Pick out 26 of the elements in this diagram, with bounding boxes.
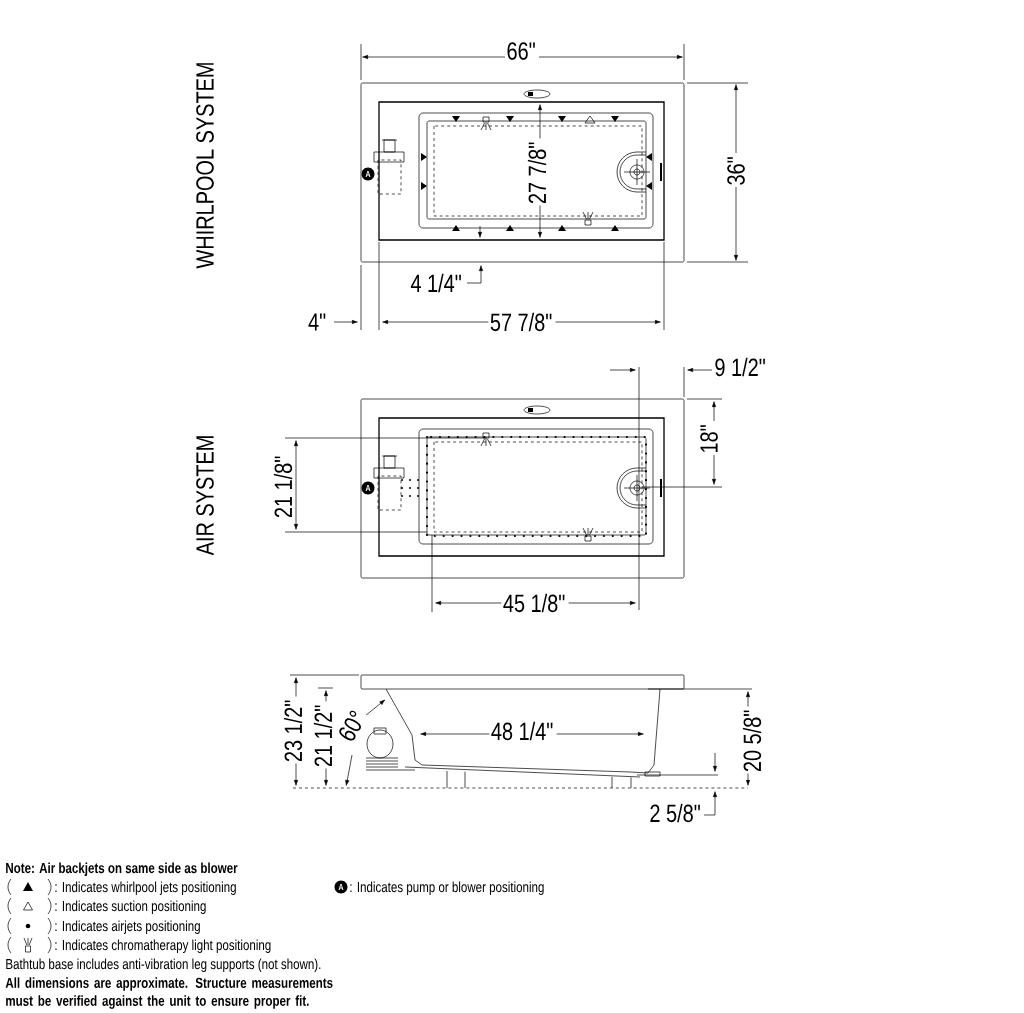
note-text: Bathtub base includes anti-vibration leg supports (not shown). (6, 958, 321, 972)
legend-text: : Indicates airjets positioning (55, 920, 200, 934)
dimension-label: 18" (698, 421, 720, 455)
legend-text: : Indicates suction positioning (55, 900, 206, 914)
dimension-label: 21 1/8" (272, 452, 294, 520)
dimension-label: 57 7/8" (488, 311, 556, 333)
dimension-label: 27 7/8" (526, 138, 548, 206)
note-text: Note: Air backjets on same side as blower (6, 862, 238, 876)
dimension-label: 4 1/4" (408, 272, 466, 294)
dimension-label: 20 5/8" (741, 706, 763, 774)
dimension-label: 23 1/2" (282, 696, 304, 764)
view-title: WHIRLPOOL SYSTEM (194, 60, 216, 270)
legend-text: : Indicates pump or blower positioning (350, 881, 544, 895)
dimension-label: 48 1/4" (489, 720, 557, 742)
legend-text: : Indicates whirlpool jets positioning (55, 881, 236, 895)
legend-text: : Indicates chromatherapy light positioning (55, 939, 271, 953)
dimension-label: 66" (505, 40, 539, 62)
dimension-label: 21 1/2" (312, 701, 334, 769)
dimension-label: 60° (334, 706, 370, 746)
dimension-label: 36" (725, 153, 747, 187)
note-text: All dimensions are approximate. Structure measurements must be verified against the unit to ensure proper fit. (5, 977, 333, 1009)
dimension-label: 9 1/2" (712, 356, 770, 378)
dimension-label: 4" (306, 311, 330, 333)
dimension-label: 45 1/8" (501, 592, 569, 614)
view-title: AIR SYSTEM (194, 433, 216, 557)
dimension-label: 2 5/8" (647, 802, 705, 824)
